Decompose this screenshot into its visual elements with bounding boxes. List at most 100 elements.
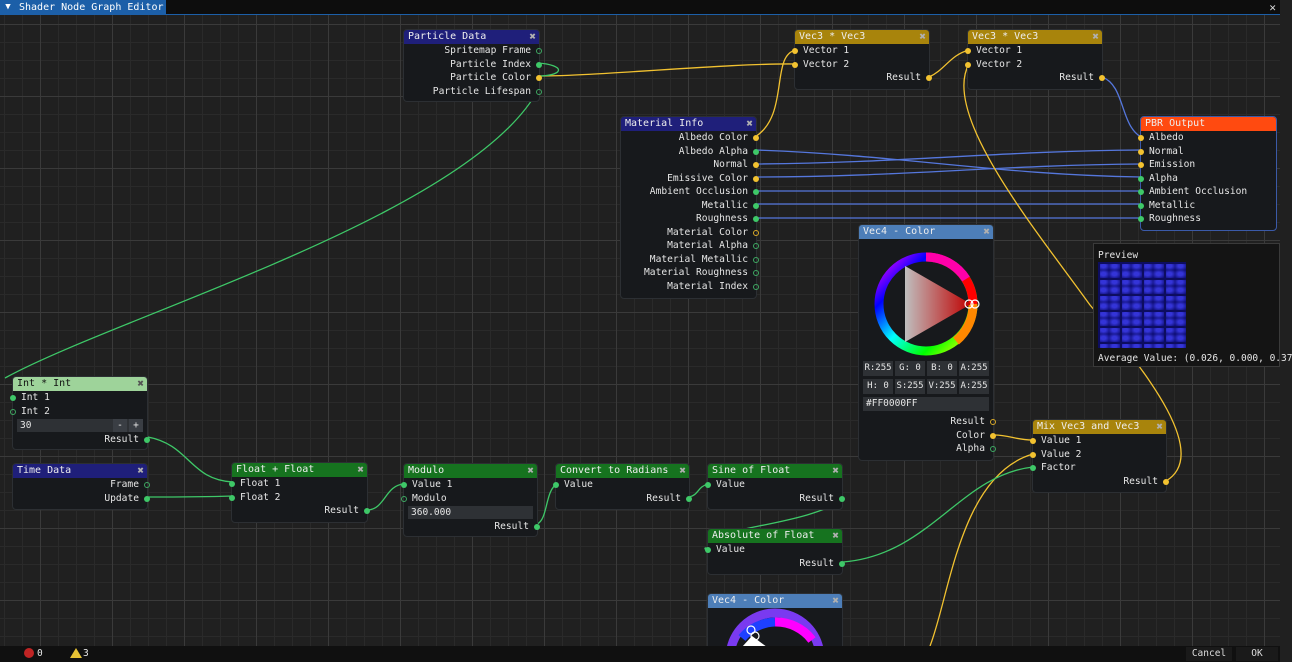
vec4-color-node-a[interactable]: Vec4 - Color✖ R:255 G:	[858, 224, 996, 461]
float-add-node[interactable]: Float + Float✖ Float 1 Float 2 Result	[229, 462, 370, 523]
pin-icon[interactable]	[839, 560, 845, 567]
pin-icon[interactable]	[401, 482, 407, 488]
pin-icon[interactable]	[990, 419, 996, 425]
time-data-header[interactable]: Time Data✖	[13, 464, 147, 478]
pin-icon[interactable]	[753, 229, 759, 236]
pin-icon[interactable]	[144, 482, 150, 488]
ok-button[interactable]: OK	[1236, 647, 1278, 661]
vec4-color-header[interactable]: Vec4 - Color✖	[708, 594, 842, 608]
node-graph-canvas[interactable]: Particle Data✖ Spritemap Frame Particle …	[0, 15, 1292, 659]
pin-icon[interactable]	[1030, 438, 1036, 444]
convert-to-radians-node[interactable]: Convert to Radians✖ Value Result	[553, 463, 692, 510]
close-node-icon[interactable]: ✖	[1092, 30, 1099, 43]
pin-icon[interactable]	[536, 48, 542, 54]
close-node-icon[interactable]: ✖	[919, 30, 926, 43]
pin-icon[interactable]	[1138, 148, 1144, 155]
absolute-node[interactable]: Absolute of Float✖ Value Result	[705, 528, 845, 575]
hue-field[interactable]: H: 0	[863, 379, 893, 394]
pin-icon[interactable]	[705, 547, 711, 553]
hex-field[interactable]: #FF0000FF	[863, 397, 989, 411]
int-multiply-header[interactable]: Int * Int✖	[13, 377, 147, 391]
pin-icon[interactable]	[1138, 189, 1144, 195]
modulo-value-input[interactable]: 360.000	[408, 506, 533, 519]
material-info-header[interactable]: Material Info✖	[621, 117, 756, 131]
material-info-node[interactable]: Material Info✖ Albedo Color Albedo Alpha…	[620, 116, 759, 299]
color-wheel[interactable]	[871, 249, 981, 359]
green-field[interactable]: G: 0	[895, 361, 925, 376]
pin-icon[interactable]	[686, 495, 692, 502]
close-node-icon[interactable]: ✖	[137, 377, 144, 390]
vec3-multiply-header[interactable]: Vec3 * Vec3✖	[968, 30, 1102, 44]
cancel-button[interactable]: Cancel	[1186, 647, 1232, 661]
pin-icon[interactable]	[839, 495, 845, 502]
pin-icon[interactable]	[536, 61, 542, 68]
particle-data-header[interactable]: Particle Data✖	[404, 30, 539, 44]
pin-icon[interactable]	[753, 202, 759, 209]
pin-icon[interactable]	[792, 48, 798, 54]
pin-icon[interactable]	[553, 482, 559, 488]
vec3-multiply-node-a[interactable]: Vec3 * Vec3✖ Vector 1 Vector 2 Result	[792, 29, 932, 90]
close-node-icon[interactable]: ✖	[983, 225, 990, 238]
pin-icon[interactable]	[1138, 216, 1144, 222]
pin-icon[interactable]	[401, 495, 407, 502]
pin-icon[interactable]	[753, 135, 759, 141]
modulo-node[interactable]: Modulo✖ Value 1 Modulo 360.000 Result	[401, 463, 540, 537]
alpha-field-hsv[interactable]: A:255	[959, 379, 989, 394]
pin-icon[interactable]	[753, 270, 759, 276]
red-field[interactable]: R:255	[863, 361, 893, 376]
vec3-multiply-header[interactable]: Vec3 * Vec3✖	[795, 30, 929, 44]
pin-icon[interactable]	[753, 256, 759, 263]
pin-icon[interactable]	[753, 162, 759, 168]
mix-vec3-header[interactable]: Mix Vec3 and Vec3✖	[1033, 420, 1166, 434]
pin-icon[interactable]	[1030, 465, 1036, 471]
pin-icon[interactable]	[10, 395, 16, 401]
pin-icon[interactable]	[753, 148, 759, 155]
close-node-icon[interactable]: ✖	[1156, 420, 1163, 433]
pin-icon[interactable]	[965, 48, 971, 54]
pbr-output-header[interactable]: PBR Output	[1141, 117, 1276, 131]
increment-button[interactable]: +	[129, 419, 143, 432]
pin-icon[interactable]	[10, 408, 16, 415]
int-multiply-node[interactable]: Int * Int✖ Int 1 Int 2 30 -+ Result	[10, 376, 150, 450]
pin-icon[interactable]	[1099, 75, 1105, 81]
pin-icon[interactable]	[534, 524, 540, 530]
particle-data-node[interactable]: Particle Data✖ Spritemap Frame Particle …	[403, 29, 542, 102]
time-data-node[interactable]: Time Data✖ Frame Update	[12, 463, 150, 510]
pbr-output-node[interactable]: PBR Output Albedo Normal Emission Alpha …	[1138, 116, 1277, 231]
pin-icon[interactable]	[1138, 135, 1144, 141]
pin-icon[interactable]	[792, 61, 798, 68]
pin-icon[interactable]	[926, 75, 932, 81]
pin-icon[interactable]	[1138, 162, 1144, 168]
absolute-header[interactable]: Absolute of Float✖	[708, 529, 842, 543]
sine-header[interactable]: Sine of Float✖	[708, 464, 842, 478]
close-node-icon[interactable]: ✖	[529, 30, 536, 43]
close-node-icon[interactable]: ✖	[137, 464, 144, 477]
pin-icon[interactable]	[536, 88, 542, 95]
pin-icon[interactable]	[990, 446, 996, 452]
menu-triangle-icon[interactable]: ▼	[5, 2, 11, 12]
close-node-icon[interactable]: ✖	[832, 529, 839, 542]
close-node-icon[interactable]: ✖	[357, 463, 364, 476]
alpha-field[interactable]: A:255	[959, 361, 989, 376]
int-value-input[interactable]: 30 -+	[17, 419, 143, 432]
pin-icon[interactable]	[965, 61, 971, 68]
pin-icon[interactable]	[536, 75, 542, 81]
mix-vec3-node[interactable]: Mix Vec3 and Vec3✖ Value 1 Value 2 Facto…	[1030, 419, 1169, 493]
pin-icon[interactable]	[753, 216, 759, 222]
close-node-icon[interactable]: ✖	[746, 117, 753, 130]
pin-icon[interactable]	[1030, 451, 1036, 458]
pin-icon[interactable]	[144, 437, 150, 443]
pin-icon[interactable]	[753, 243, 759, 249]
pin-icon[interactable]	[1138, 202, 1144, 209]
pin-icon[interactable]	[753, 175, 759, 182]
pin-icon[interactable]	[753, 283, 759, 290]
float-add-header[interactable]: Float + Float✖	[232, 463, 367, 477]
pin-icon[interactable]	[144, 495, 150, 502]
decrement-button[interactable]: -	[113, 419, 127, 432]
close-node-icon[interactable]: ✖	[832, 594, 839, 607]
pin-icon[interactable]	[753, 189, 759, 195]
pin-icon[interactable]	[990, 432, 996, 439]
close-node-icon[interactable]: ✖	[679, 464, 686, 477]
vec4-color-node-b[interactable]: Vec4 - Color✖	[707, 593, 843, 659]
pin-icon[interactable]	[229, 481, 235, 487]
